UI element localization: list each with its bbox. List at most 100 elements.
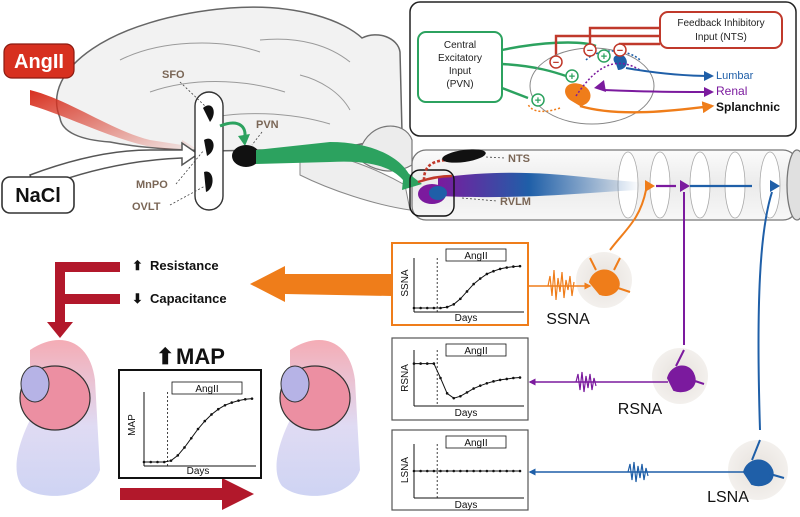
nts-to-rvlm-dashes [422, 158, 451, 181]
angii-label: AngII [14, 51, 64, 73]
data-point [485, 469, 489, 473]
data-point [485, 272, 489, 276]
data-point [465, 290, 469, 293]
nacl-arrow [29, 141, 200, 191]
data-point [498, 378, 502, 382]
ssna-chart-ylabel: SSNA [400, 269, 411, 297]
rsna-chart-tag: AngII [464, 346, 487, 357]
data-point [412, 362, 416, 365]
data-point [419, 469, 422, 473]
data-point [478, 277, 482, 280]
data-point [162, 460, 166, 464]
data-point [512, 265, 515, 268]
data-point [419, 306, 422, 310]
plus-node-1: + [535, 95, 541, 107]
data-point [459, 297, 462, 301]
lsna-chart: LSNA Days AngII [391, 429, 529, 511]
data-point [432, 306, 436, 310]
data-point [518, 469, 522, 473]
data-point [452, 303, 456, 306]
data-point [492, 469, 495, 473]
plus-node-3: + [601, 51, 607, 63]
central-line-3: Input [449, 66, 471, 77]
data-point [485, 381, 489, 385]
data-point [492, 380, 495, 383]
lsna-chart-ylabel: LSNA [400, 457, 411, 483]
data-point [230, 401, 234, 404]
map-title: MAP [176, 344, 225, 369]
lsna-ganglion [728, 439, 788, 500]
data-point [445, 392, 449, 395]
data-point [498, 469, 502, 473]
data-point [156, 460, 159, 464]
central-line-4: (PVN) [446, 79, 473, 90]
data-point [432, 469, 436, 473]
minus-nodes: − − − [549, 43, 627, 69]
nacl-badge: NaCl [1, 176, 75, 214]
lsna-nerve-path [757, 191, 773, 431]
angii-badge: AngII [3, 43, 75, 79]
minus-node-1: − [553, 57, 559, 69]
data-point [439, 306, 442, 310]
effects-bracket-arrow [47, 262, 120, 338]
ssna-nerve-label: SSNA [546, 311, 590, 328]
ssna-nerve-path [609, 189, 647, 251]
rsna-chart-ylabel: RSNA [400, 364, 411, 392]
data-point [216, 407, 220, 411]
rsna-ganglion [652, 348, 708, 404]
data-point [439, 376, 442, 380]
data-point [472, 387, 475, 390]
lamina-terminalis [194, 91, 224, 211]
data-point [223, 403, 227, 407]
inset-neuron-purple [594, 80, 606, 92]
data-point [425, 469, 429, 473]
data-point [425, 306, 429, 310]
map-up-arrow: ⬆ [156, 344, 174, 369]
rsna-chart-plot [412, 350, 524, 407]
data-point [465, 391, 469, 394]
map-chart: MAP Days AngII [118, 369, 262, 479]
data-point [452, 396, 456, 400]
data-point [498, 267, 502, 271]
data-point [492, 269, 495, 273]
inset-box: Central Excitatory Input (PVN) Feedback … [409, 1, 797, 137]
pvn-label: PVN [256, 119, 279, 131]
data-point [445, 469, 449, 473]
data-point [478, 469, 482, 473]
central-input-box: Central Excitatory Input (PVN) [417, 31, 503, 103]
data-point [518, 264, 522, 268]
data-point [465, 469, 469, 473]
rvlm-label: RVLM [500, 196, 531, 208]
data-point [243, 398, 247, 401]
ovlt-label: OVLT [132, 201, 161, 213]
nts-label: NTS [508, 153, 530, 165]
data-point [203, 419, 207, 423]
brain-folds [119, 38, 351, 125]
lsna-chart-plot [412, 444, 524, 499]
feedback-input-box: Feedback Inhibitory Input (NTS) [659, 11, 783, 49]
data-point [196, 427, 200, 431]
ssna-chart-tag: AngII [464, 251, 487, 262]
pvn-nucleus [232, 145, 260, 167]
data-point [472, 469, 475, 473]
pvn-to-rvlm-pathway [256, 142, 410, 180]
output-renal: Renal [716, 84, 747, 98]
data-point [505, 266, 509, 269]
data-point [189, 436, 193, 440]
data-point [478, 384, 482, 387]
lsna-chart-tag: AngII [464, 438, 487, 449]
circulation-elevated [276, 340, 360, 496]
data-point [176, 454, 180, 457]
minus-node-2: − [587, 45, 593, 57]
rsna-chart-xlabel: Days [455, 408, 478, 419]
spinal-neuron-purple [680, 180, 690, 192]
data-point [412, 306, 416, 310]
rvlm-region [409, 169, 640, 217]
data-point [425, 362, 429, 365]
cerebrum-outline [55, 6, 403, 152]
data-point [512, 376, 515, 380]
feedback-line-2: Input (NTS) [695, 32, 747, 43]
data-point [439, 469, 442, 473]
lsna-chart-xlabel: Days [455, 500, 478, 511]
